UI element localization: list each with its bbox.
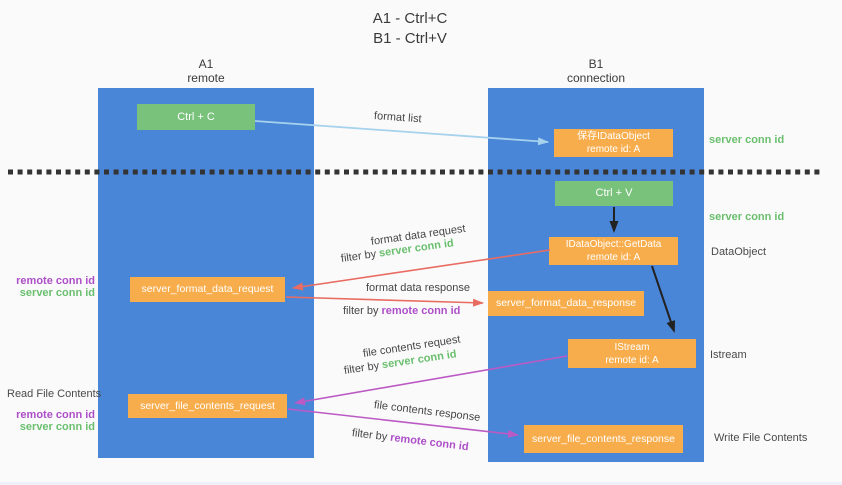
node-idataobject-getdata: IDataObject::GetData remote id: A [549,237,678,265]
filter-by-text: filter by [340,247,380,265]
label-server-conn-id-right-top: server conn id [709,134,785,146]
label-server-conn-id-left-2: server conn id [19,421,95,433]
label-server-conn-id-right-mid: server conn id [709,211,785,223]
node-save-idataobject-line2: remote id: A [586,143,641,155]
label-server-conn-id-left-1: server conn id [19,287,95,299]
arrow-format-data-response [285,296,484,307]
node-idataobject-getdata-line1: IDataObject::GetData [565,239,662,250]
lifeline-header-b1: B1 connection [488,57,704,85]
node-save-idataobject-line1: 保存IDataObject [577,131,650,142]
remote-conn-id-text: remote conn id [381,305,461,317]
label-dataobject: DataObject [711,246,767,258]
filter-by-text: filter by [343,359,383,377]
node-server-format-data-response: server_format_data_response [488,291,644,316]
label-istream: Istream [710,349,747,361]
label-write-file-contents: Write File Contents [714,432,808,444]
node-server-format-data-request: server_format_data_request [130,277,285,302]
label-format-data-response: format data response [366,282,470,294]
title-line-b1: B1 - Ctrl+V [373,30,447,47]
label-group-format-conn-ids: remote conn id server conn id [0,275,95,299]
lifeline-a1-title: A1 [198,57,214,71]
label-remote-conn-id-left-1: remote conn id [16,275,95,287]
node-ctrl-c: Ctrl + C [137,104,255,130]
node-istream: IStream remote id: A [568,339,696,368]
label-file-contents-response: file contents response [373,399,481,424]
node-istream-line1: IStream [614,342,650,353]
label-format-list: format list [373,110,422,126]
title-line-a1: A1 - Ctrl+C [372,10,448,27]
lifeline-b1-subtitle: connection [566,71,626,85]
filter-by-text: filter by [351,427,391,444]
label-group-file-conn-ids: remote conn id server conn id [0,409,95,433]
lifeline-a1-subtitle: remote [187,71,225,85]
label-read-file-contents: Read File Contents [7,388,102,400]
lifeline-header-a1: A1 remote [98,57,314,85]
diagram-title: A1 - Ctrl+C B1 - Ctrl+V [300,9,520,49]
node-server-file-contents-response: server_file_contents_response [524,425,683,453]
node-ctrl-v: Ctrl + V [555,181,673,206]
bottom-edge-strip [0,482,842,485]
label-filter-remote-conn-2: filter by remote conn id [351,427,469,453]
node-idataobject-getdata-line2: remote id: A [586,251,641,263]
node-server-file-contents-request: server_file_contents_request [128,394,287,418]
node-istream-line2: remote id: A [605,354,659,366]
node-save-idataobject: 保存IDataObject remote id: A [554,129,673,157]
filter-by-text: filter by [343,305,382,317]
remote-conn-id-text: remote conn id [389,431,470,454]
lifeline-b1-title: B1 [588,57,604,71]
label-remote-conn-id-left-2: remote conn id [16,409,95,421]
label-filter-remote-conn-1: filter by remote conn id [343,305,460,317]
